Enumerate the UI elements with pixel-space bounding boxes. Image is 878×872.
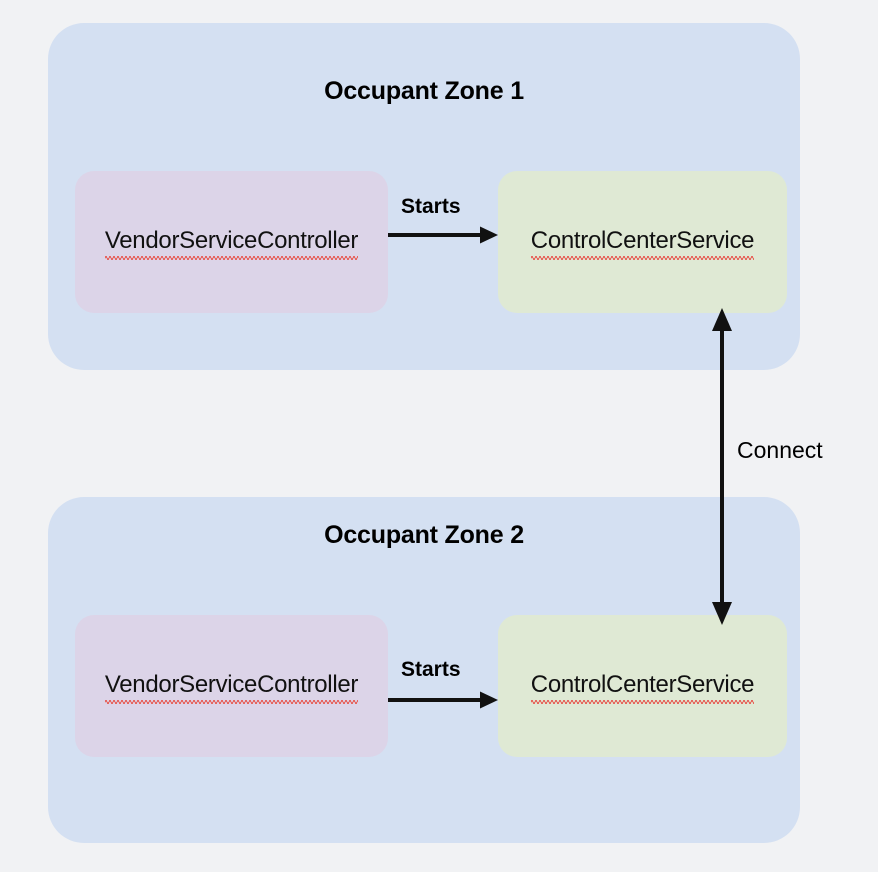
node-control-center-service-2[interactable]: ControlCenterService — [498, 615, 787, 757]
zone-container-1[interactable]: Occupant Zone 1 VendorServiceController … — [48, 23, 800, 370]
node-vendor-service-controller-2[interactable]: VendorServiceController — [75, 615, 388, 757]
node-label-vendor-service-controller-1: VendorServiceController — [104, 227, 358, 260]
zone-container-2[interactable]: Occupant Zone 2 VendorServiceController … — [48, 497, 800, 843]
node-label-vendor-service-controller-2: VendorServiceController — [104, 671, 358, 704]
node-control-center-service-1[interactable]: ControlCenterService — [498, 171, 787, 313]
node-label-control-center-service-2: ControlCenterService — [530, 671, 755, 704]
zone-title-1: Occupant Zone 1 — [324, 77, 524, 105]
node-label-control-center-service-1: ControlCenterService — [530, 227, 755, 260]
zone-title-2: Occupant Zone 2 — [324, 521, 524, 549]
edge-label-starts-2: Starts — [401, 658, 461, 681]
edge-label-connect: Connect — [737, 437, 823, 463]
node-vendor-service-controller-1[interactable]: VendorServiceController — [75, 171, 388, 313]
edge-label-starts-1: Starts — [401, 195, 461, 218]
